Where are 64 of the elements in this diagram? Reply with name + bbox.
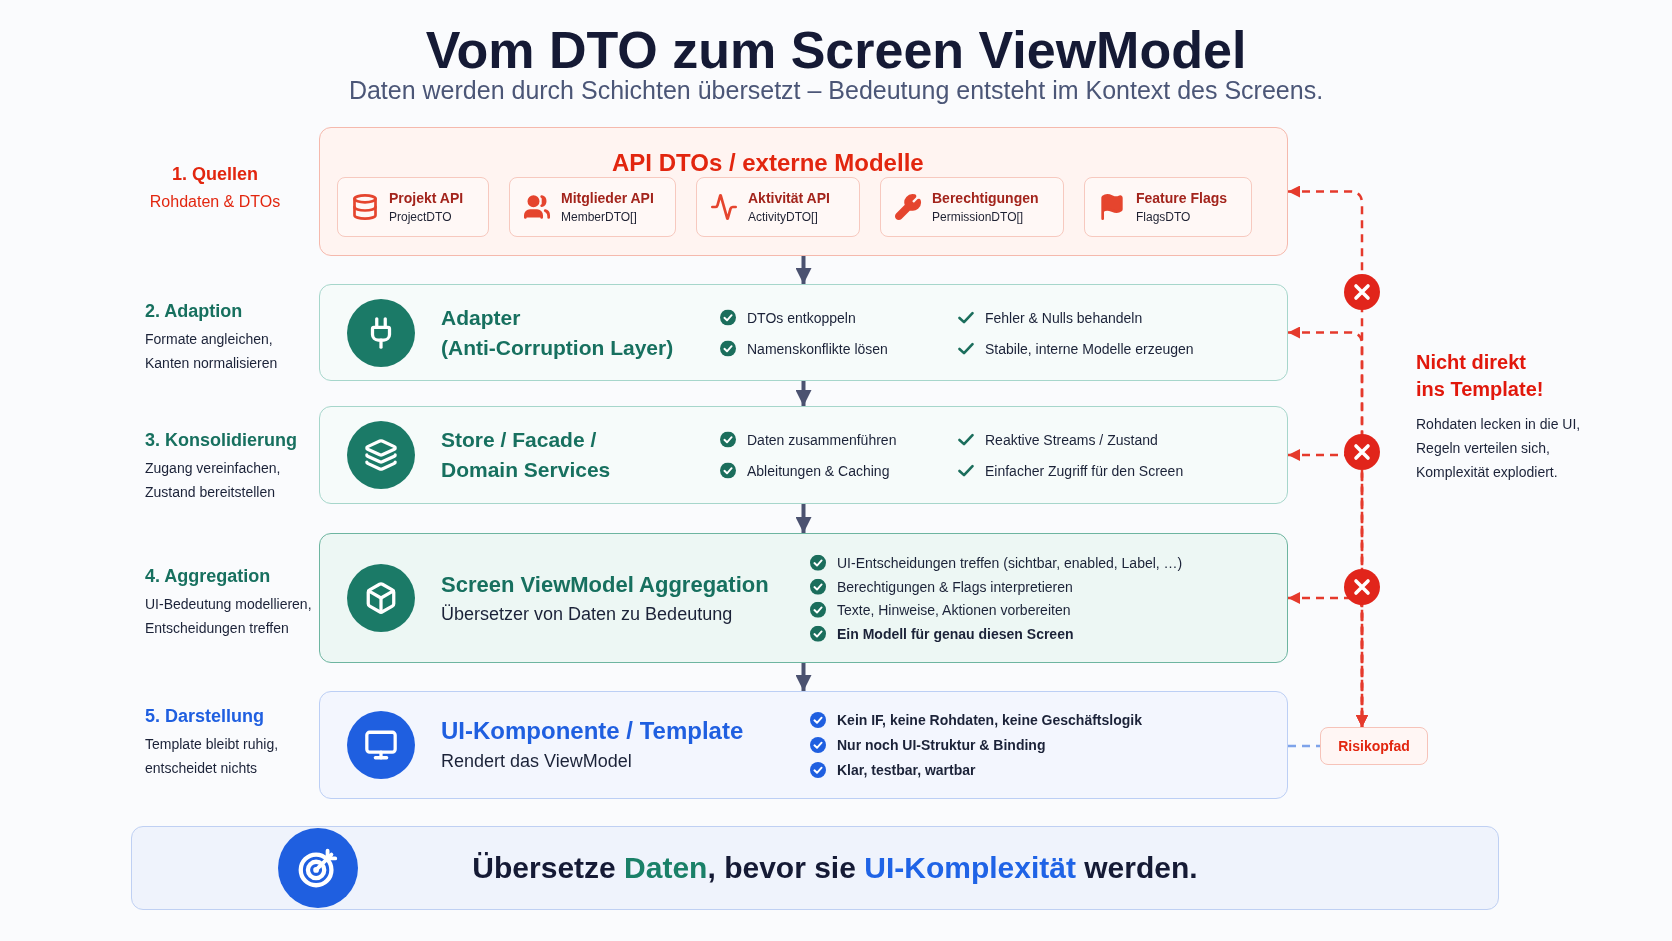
layer-panel (319, 127, 1288, 256)
source-card (337, 177, 489, 237)
source-name: Aktivität API (748, 189, 830, 208)
step-description: UI-Bedeutung modellieren, Entscheidungen treffen (145, 596, 312, 636)
panel-heading: API DTOs / externe Modelle (612, 149, 924, 176)
panel-subtitle: Rendert das ViewModel (441, 751, 632, 771)
source-name: Mitglieder API (561, 189, 654, 208)
checklist-item: DTOs entkoppeln (747, 308, 856, 328)
step-title: 4. Aggregation (145, 566, 271, 586)
risk-tag (1320, 727, 1428, 765)
checklist-item: UI-Entscheidungen treffen (sichtbar, enabled, Label, …) (837, 553, 1183, 573)
checklist-item: Klar, testbar, wartbar (837, 761, 976, 780)
step-description: Zugang vereinfachen, Zustand bereitstellen (145, 460, 281, 500)
step-title: 3. Konsolidierung (145, 430, 297, 450)
panel-heading: Screen ViewModel Aggregation (441, 571, 769, 597)
checklist-item: Fehler & Nulls behandeln (985, 308, 1143, 327)
checklist-item: Ableitungen & Caching (747, 461, 890, 481)
banner-text: Übersetze Daten, bevor sie UI-Komplexität werden. (472, 850, 1198, 886)
checklist-item: Daten zusammenführen (747, 430, 897, 450)
step-title: 1. Quellen (172, 164, 258, 184)
step-description: Formate angleichen, Kanten normalisieren (145, 331, 278, 371)
source-name: Berechtigungen (932, 189, 1039, 208)
layer-panel (319, 533, 1288, 663)
flow-arrow (795, 504, 812, 533)
checklist-item: Namenskonflikte lösen (747, 339, 888, 358)
flow-arrow (795, 663, 812, 691)
source-card (880, 177, 1064, 237)
dto-type: ActivityDTO[] (748, 209, 819, 226)
checklist-item: Stabile, interne Modelle erzeugen (985, 339, 1194, 359)
tag-label: Risikopfad (1338, 737, 1410, 756)
source-card (509, 177, 676, 237)
panel-heading: UI-Komponente / Template (441, 717, 744, 744)
panel-heading: Adapter (Anti-Corruption Layer) (441, 305, 674, 359)
source-name: Feature Flags (1136, 189, 1228, 208)
warning-title: Nicht direkt ins Template! (1416, 351, 1544, 400)
layer-panel (319, 406, 1288, 504)
checklist-item: Ein Modell für genau diesen Screen (837, 624, 1074, 644)
source-card (1084, 177, 1252, 237)
source-card (696, 177, 860, 237)
checklist-item: Reaktive Streams / Zustand (985, 430, 1158, 450)
dto-type: MemberDTO[] (561, 209, 638, 226)
dashed-connector (1288, 744, 1320, 748)
dto-type: PermissionDTO[] (932, 209, 1025, 226)
warning-text: Rohdaten lecken in die UI, Regeln verteilen sich, Komplexität explodiert. (1416, 416, 1581, 480)
risk-arrow (1288, 592, 1368, 727)
checklist-item: Kein IF, keine Rohdaten, keine Geschäftslogik (837, 711, 1142, 730)
step-title: 5. Darstellung (145, 706, 265, 726)
panel-heading: Store / Facade / Domain Services (441, 428, 611, 481)
layer-panel (319, 284, 1288, 381)
dto-type: FlagsDTO (1136, 209, 1192, 226)
source-name: Projekt API (389, 189, 464, 208)
checklist-item: Einfacher Zugriff für den Screen (985, 461, 1184, 481)
checklist-item: Berechtigungen & Flags interpretieren (837, 577, 1073, 597)
flow-arrow (795, 381, 812, 406)
step-description: Template bleibt ruhig, entscheidet nichts (145, 736, 279, 776)
checklist-item: Nur noch UI-Struktur & Binding (837, 736, 1046, 755)
dto-type: ProjectDTO (389, 209, 453, 226)
panel-subtitle: Übersetzer von Daten zu Bedeutung (441, 603, 733, 624)
checklist-item: Texte, Hinweise, Aktionen vorbereiten (837, 600, 1071, 620)
step-title: 2. Adaption (145, 301, 243, 321)
step-description: Rohdaten & DTOs (149, 193, 281, 210)
layer-panel (319, 691, 1288, 799)
summary-banner (131, 826, 1499, 910)
flow-arrow (795, 256, 812, 284)
